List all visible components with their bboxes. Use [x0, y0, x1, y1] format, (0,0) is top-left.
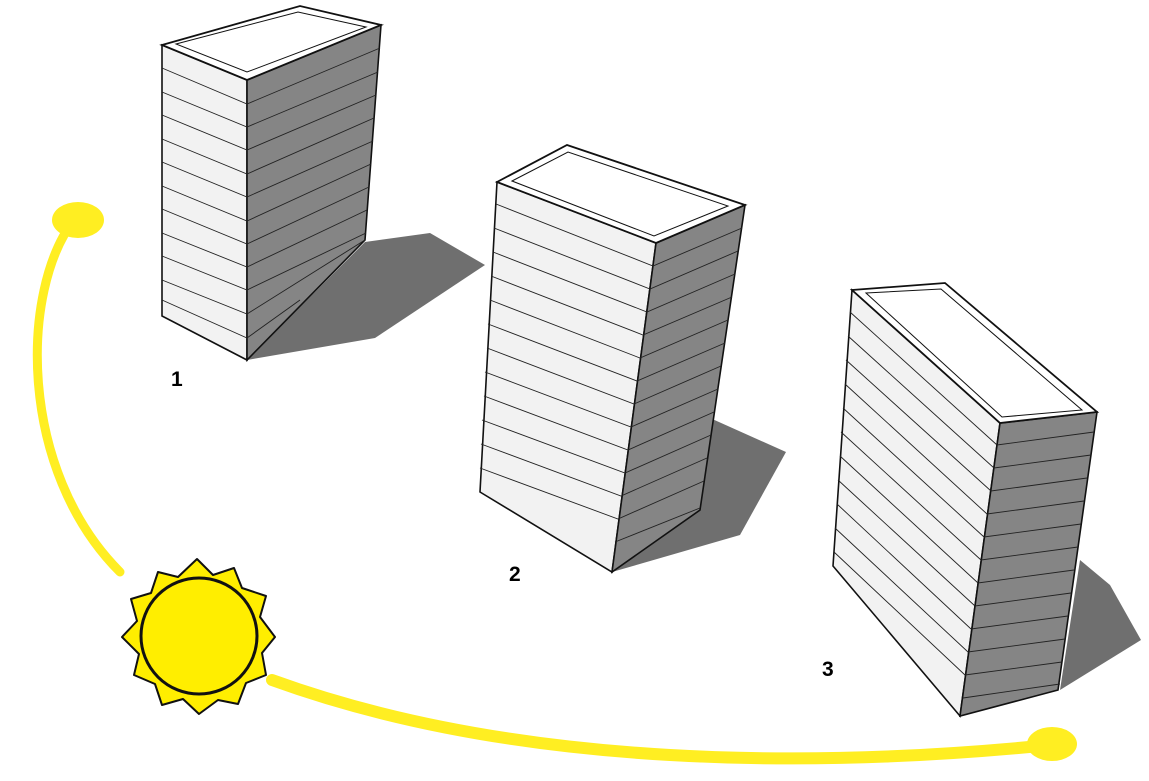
building-3-roof: [849, 282, 1100, 424]
building-3: [832, 282, 1141, 718]
sun-path: [32, 215, 1056, 765]
building-3-floor-lines: [833, 311, 1095, 699]
building-1-shadow: [247, 233, 485, 360]
building-2-roof: [494, 144, 748, 244]
sun-disc: [139, 576, 259, 696]
sun-path-arc-lower: [266, 674, 1056, 765]
building-2-label: 2: [509, 563, 521, 586]
building-2-floor-lines: [479, 203, 743, 543]
building-3-shadow: [1060, 560, 1141, 690]
building-3-label: 3: [822, 658, 834, 681]
building-1-parapet: [174, 11, 368, 73]
building-3-parapet: [864, 288, 1084, 418]
sun-path-end-dot: [1027, 727, 1077, 761]
sun-path-arc-upper: [32, 215, 125, 577]
building-1-label: 1: [171, 368, 183, 391]
building-1: [159, 5, 485, 362]
building-1-roof: [159, 5, 384, 81]
building-1-left-wall: [161, 43, 248, 362]
building-2: [479, 144, 786, 574]
sun-path-start-dot: [52, 202, 104, 238]
building-1-floor-lines: [161, 47, 381, 339]
sun-icon: [121, 558, 276, 715]
building-2-parapet: [510, 151, 730, 237]
